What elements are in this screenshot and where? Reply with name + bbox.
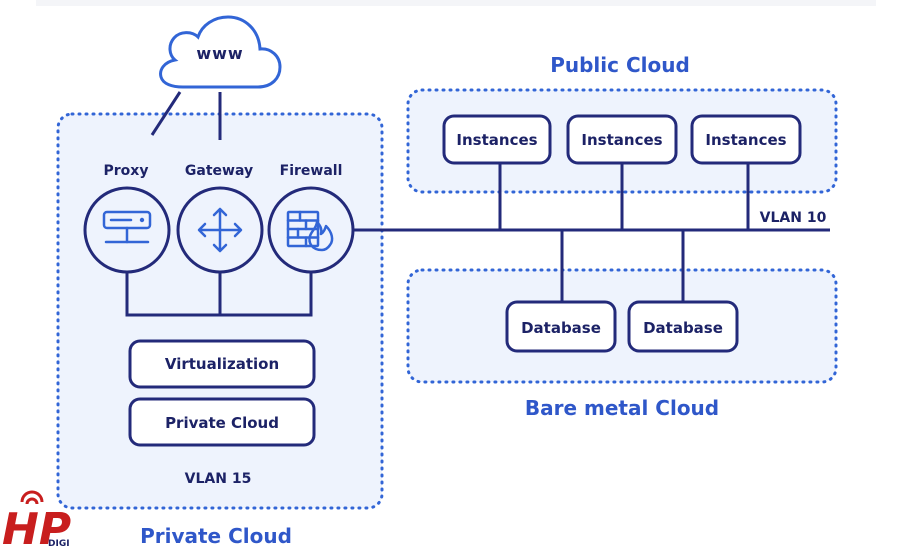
instance-label-2: Instances xyxy=(581,131,662,149)
cloud-link-proxy xyxy=(150,91,182,136)
database-label-2: Database xyxy=(643,319,723,337)
www-cloud: www xyxy=(159,15,282,89)
private-cloud-title: Private Cloud xyxy=(140,524,292,548)
server-icon xyxy=(102,210,152,244)
logo-signal-inner xyxy=(25,497,39,505)
instance-box-3 xyxy=(690,114,802,165)
cloud-shape xyxy=(159,15,282,89)
database-label-1: Database xyxy=(521,319,601,337)
vlan-10-label: VLAN 10 xyxy=(760,210,827,226)
gateway-node xyxy=(176,186,264,274)
instance-label-1: Instances xyxy=(456,131,537,149)
gateway-label: Gateway xyxy=(185,163,253,179)
logo-signal-outer xyxy=(20,490,44,503)
instance-box-2 xyxy=(566,114,678,165)
public-cloud-title: Public Cloud xyxy=(550,53,690,77)
vlan-15-label: VLAN 15 xyxy=(185,471,252,487)
top-strip xyxy=(36,0,876,6)
www-label: www xyxy=(196,44,243,63)
database-box-2 xyxy=(627,300,739,353)
database-box-1 xyxy=(505,300,617,353)
firewall-node xyxy=(267,186,355,274)
instance-label-3: Instances xyxy=(705,131,786,149)
bare-metal-cloud-region xyxy=(406,268,838,384)
proxy-label: Proxy xyxy=(104,163,149,179)
virtualization-box xyxy=(128,339,316,389)
logo-text: HP xyxy=(2,504,71,550)
private-cloud-layer-label: Private Cloud xyxy=(165,414,279,432)
logo-sub: DIGI xyxy=(48,539,70,549)
virtualization-label: Virtualization xyxy=(165,355,279,373)
hp-digi-logo: HP DIGI xyxy=(2,490,71,550)
firewall-icon xyxy=(286,210,334,252)
move-arrows-icon xyxy=(197,207,243,253)
bare-metal-cloud-title: Bare metal Cloud xyxy=(525,396,719,420)
instance-box-1 xyxy=(442,114,552,165)
proxy-node xyxy=(83,186,171,274)
private-cloud-layer-box xyxy=(128,397,316,447)
firewall-label: Firewall xyxy=(280,163,343,179)
